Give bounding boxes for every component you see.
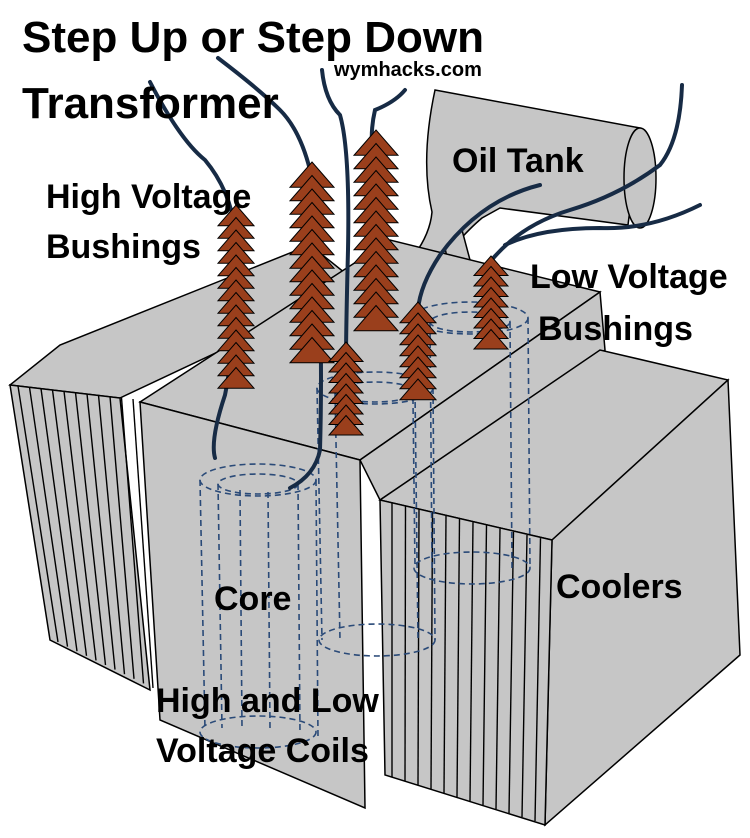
coolers-label: Coolers bbox=[556, 568, 683, 606]
cooler-fin bbox=[469, 522, 474, 802]
radiator-fin bbox=[51, 389, 88, 656]
website-label: wymhacks.com bbox=[333, 59, 482, 81]
left-radiator bbox=[8, 244, 362, 692]
lv-bushing-1 bbox=[327, 341, 365, 436]
radiator-fin bbox=[28, 387, 69, 647]
hv-bushings-label-line2: Bushings bbox=[46, 228, 201, 266]
cooler-fin bbox=[534, 538, 542, 822]
radiator-fin bbox=[109, 396, 135, 679]
cooler-fin bbox=[456, 518, 461, 798]
coils-label-line2: Voltage Coils bbox=[156, 732, 369, 770]
radiator-fin bbox=[17, 385, 59, 643]
cooler-fin bbox=[430, 512, 434, 790]
hv-bushing-1 bbox=[216, 204, 256, 389]
title-line2: Transformer bbox=[22, 79, 279, 128]
radiator-fin bbox=[86, 393, 116, 670]
cooler-fin bbox=[482, 525, 488, 806]
cooler-fin bbox=[495, 528, 501, 810]
radiator-fin bbox=[40, 388, 78, 652]
hv-bushings-label-line1: High Voltage bbox=[46, 178, 251, 216]
hv-bushing-2 bbox=[288, 161, 336, 364]
radiator-fin bbox=[132, 398, 154, 689]
coils-label-line1: High and Low bbox=[156, 682, 379, 720]
radiator-fin bbox=[63, 391, 97, 661]
lv-bushing-3 bbox=[472, 255, 510, 350]
radiator-fin bbox=[74, 392, 107, 666]
lv-bushing-2 bbox=[398, 301, 438, 401]
bushings bbox=[216, 129, 510, 436]
cooler-fin bbox=[404, 506, 407, 782]
lv-bushings-label-line1: Low Voltage bbox=[530, 258, 728, 296]
radiator-fin bbox=[97, 395, 126, 675]
cooler-fin bbox=[417, 509, 420, 786]
title-line1: Step Up or Step Down bbox=[22, 13, 484, 62]
core-label: Core bbox=[214, 580, 291, 618]
cooler-fin bbox=[521, 534, 528, 818]
radiator-fin bbox=[120, 397, 145, 684]
lv-bushings-label-line2: Bushings bbox=[538, 310, 693, 348]
right-coolers bbox=[378, 349, 741, 827]
hv-bushing-3 bbox=[352, 129, 400, 332]
oil-tank-label: Oil Tank bbox=[452, 142, 584, 180]
cooler-fin bbox=[443, 515, 447, 794]
